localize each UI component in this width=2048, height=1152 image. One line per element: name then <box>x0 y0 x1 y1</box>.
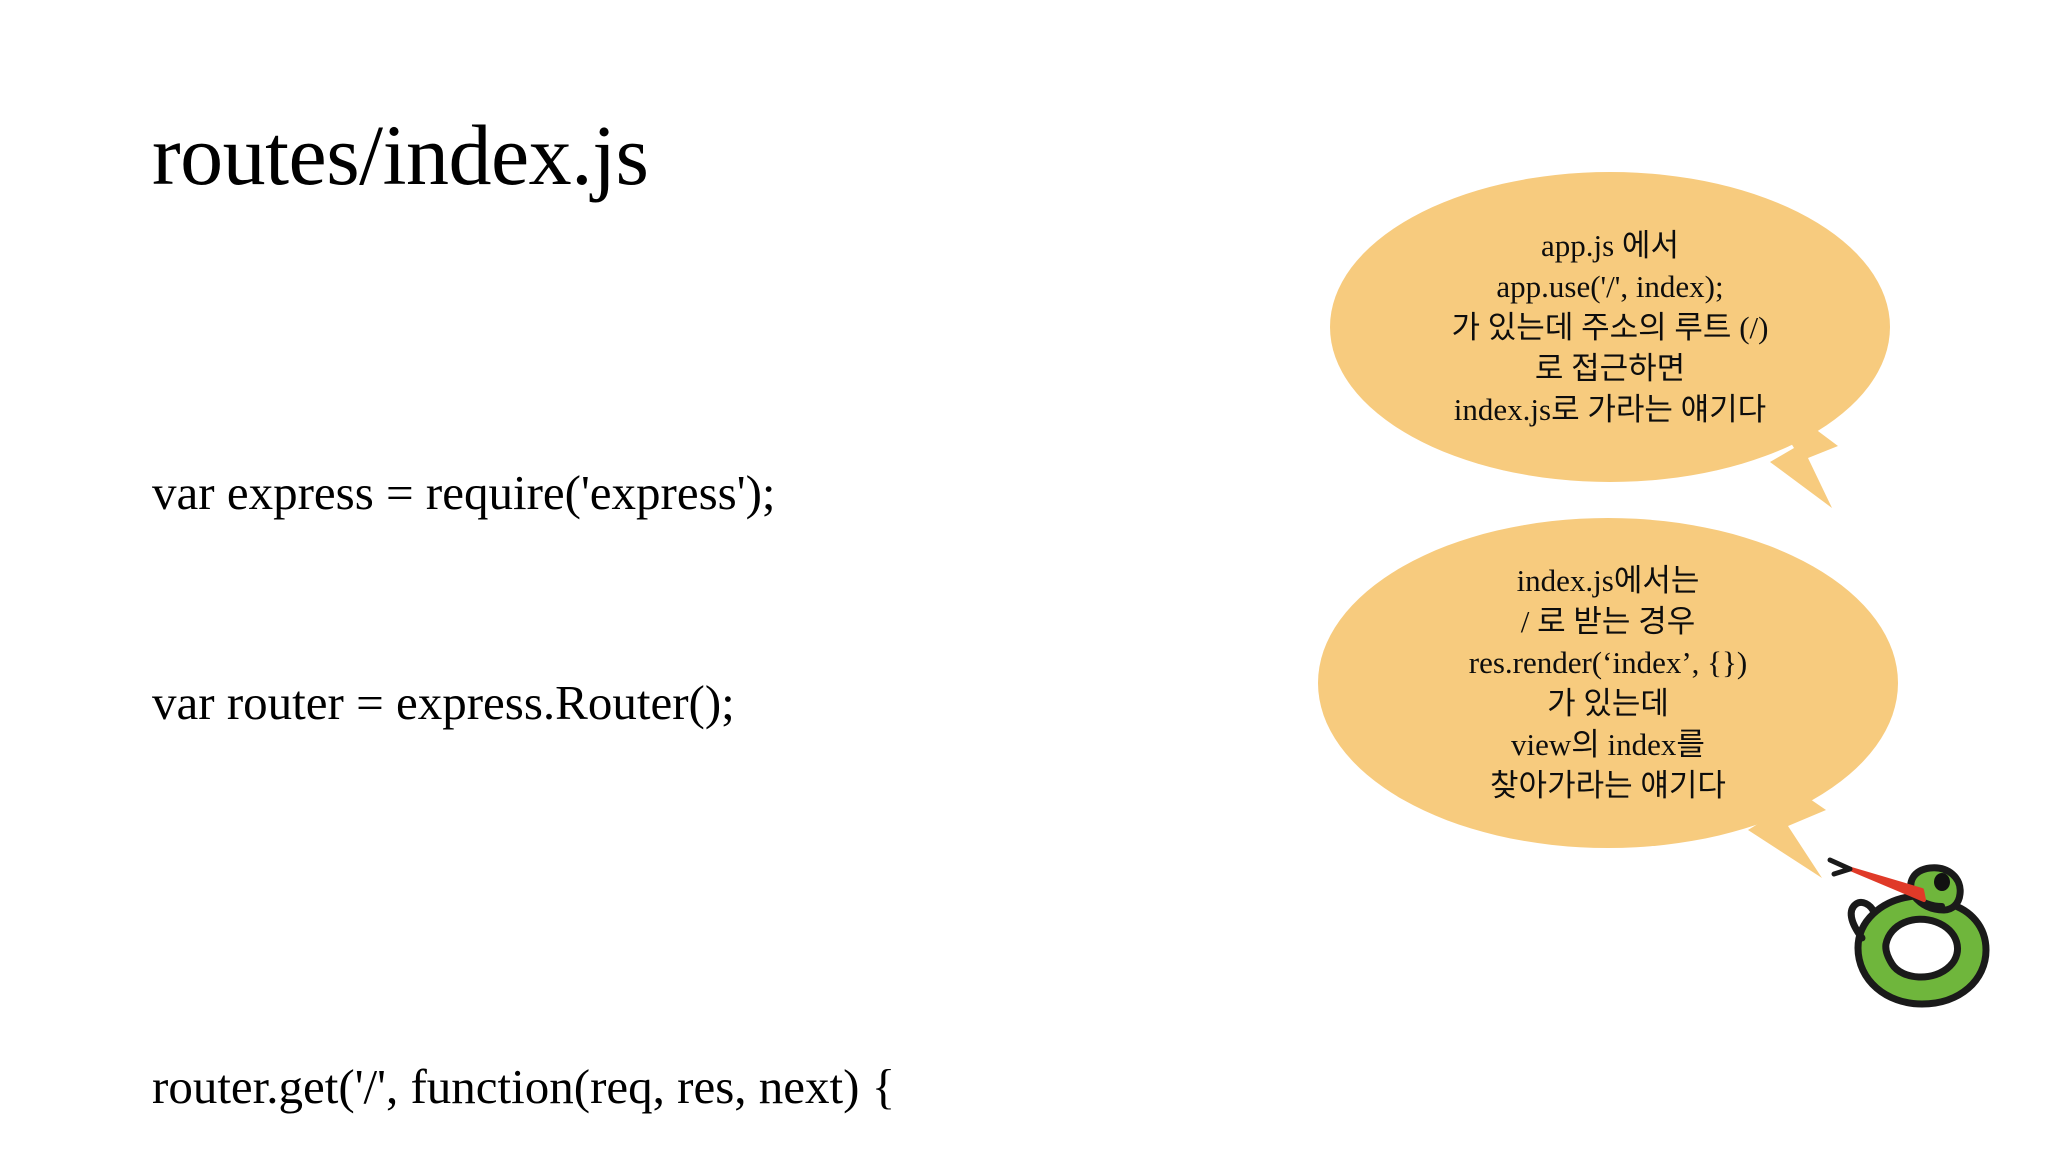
speech-bubble-text: index.js에서는 / 로 받는 경우 res.render(‘index’… <box>1318 518 1898 848</box>
bubble-line: index.js에서는 <box>1516 563 1700 598</box>
snake-eye-icon <box>1934 873 1950 891</box>
speech-bubble-text: app.js 에서 app.use('/', index); 가 있는데 주소의… <box>1330 172 1890 482</box>
page-title: routes/index.js <box>152 107 649 203</box>
bubble-line: app.js 에서 <box>1541 227 1679 263</box>
code-line-blank <box>152 878 1272 912</box>
speech-bubble-app-js: app.js 에서 app.use('/', index); 가 있는데 주소의… <box>1330 172 1890 508</box>
code-line: router.get('/', function(req, res, next)… <box>152 1059 896 1114</box>
bubble-line: index.js로 가라는 얘기다 <box>1453 391 1767 427</box>
snake-tongue-icon <box>1827 857 1926 902</box>
speech-bubble-body <box>1318 518 1898 848</box>
bubble-line: 가 있는데 주소의 루트 (/) <box>1451 309 1769 345</box>
code-line: var router = express.Router(); <box>152 675 735 730</box>
code-block: var express = require('express'); var ro… <box>152 318 1272 1152</box>
bubble-line: 가 있는데 <box>1547 686 1669 721</box>
bubble-line: res.render(‘index’, {}) <box>1468 645 1748 680</box>
bubble-line: 로 접근하면 <box>1534 350 1686 386</box>
snake-icon <box>1827 857 1990 1008</box>
bubble-line: / 로 받는 경우 <box>1520 604 1696 639</box>
bubble-line: app.use('/', index); <box>1496 268 1724 304</box>
speech-bubble-body <box>1330 172 1890 482</box>
bubble-line: view의 index를 <box>1511 727 1705 762</box>
bubble-line: 찾아가라는 얘기다 <box>1490 768 1726 803</box>
code-line: var express = require('express'); <box>152 465 776 520</box>
speech-bubble-index-js: index.js에서는 / 로 받는 경우 res.render(‘index’… <box>1318 518 1898 878</box>
